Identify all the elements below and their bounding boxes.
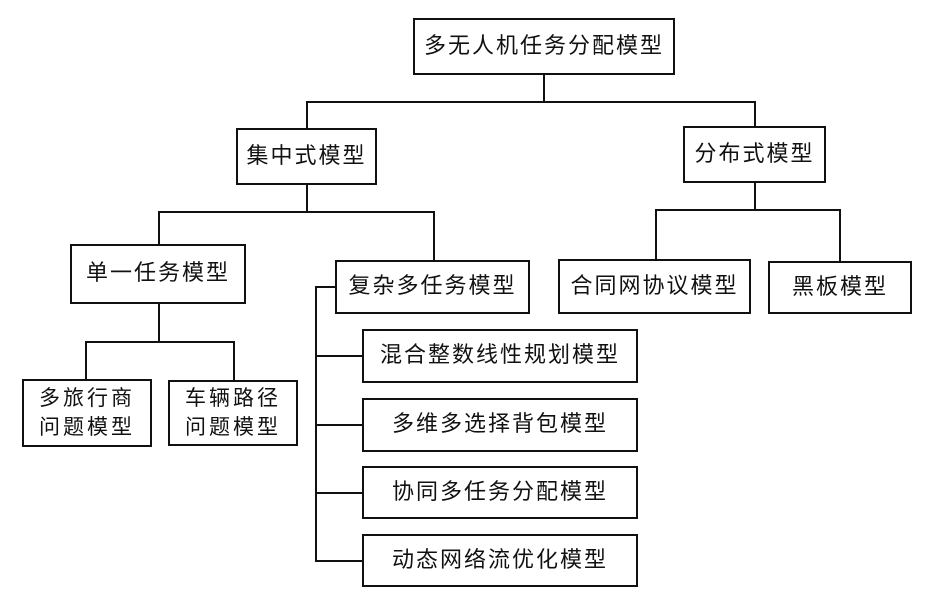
vehicle-routing-label-line2: 问题模型 (185, 415, 281, 439)
dynamic-network-flow-optimization-model-node: 动态网络流优化模型 (362, 534, 638, 587)
single-task-model-node: 单一任务模型 (70, 244, 246, 304)
connector-to-dynamic-flow (315, 560, 362, 562)
connector-complex-stub (315, 286, 335, 288)
connector-root-down (543, 74, 545, 102)
connector-distributed-down (754, 182, 756, 210)
connector-to-distributed (754, 101, 756, 127)
connector-to-tsp (85, 341, 87, 379)
connector-level1-bar (306, 101, 756, 103)
connector-to-milp (315, 355, 362, 357)
connector-to-cooperative (315, 492, 362, 494)
connector-to-complex-task (433, 211, 435, 260)
centralized-model-node: 集中式模型 (236, 128, 377, 185)
vehicle-routing-label-line1: 车辆路径 (185, 386, 281, 410)
connector-centralized-bar (158, 211, 435, 213)
multi-tsp-label-line1: 多旅行商 (39, 386, 135, 410)
multi-dim-multi-choice-knapsack-model-node: 多维多选择背包模型 (362, 398, 638, 452)
multi-tsp-label-line2: 问题模型 (39, 415, 135, 439)
complex-multi-task-model-node: 复杂多任务模型 (335, 260, 530, 314)
connector-to-vrp (233, 341, 235, 380)
connector-to-blackboard (839, 209, 841, 261)
cooperative-multi-task-allocation-model-node: 协同多任务分配模型 (362, 466, 638, 519)
connector-single-task-bar (85, 341, 235, 343)
connector-to-contract-net (655, 209, 657, 259)
connector-centralized-down (306, 184, 308, 212)
connector-distributed-bar (655, 209, 841, 211)
distributed-model-node: 分布式模型 (683, 126, 826, 183)
multi-tsp-model-node: 多旅行商 问题模型 (22, 379, 152, 447)
milp-model-node: 混合整数线性规划模型 (362, 329, 638, 383)
connector-to-mmkp (315, 424, 362, 426)
contract-net-protocol-model-node: 合同网协议模型 (558, 259, 751, 314)
connector-to-centralized (306, 101, 308, 128)
vehicle-routing-model-node: 车辆路径 问题模型 (168, 380, 298, 446)
connector-single-task-down (158, 303, 160, 342)
root-node: 多无人机任务分配模型 (413, 18, 675, 75)
connector-to-single-task (158, 211, 160, 244)
blackboard-model-node: 黑板模型 (768, 261, 912, 314)
